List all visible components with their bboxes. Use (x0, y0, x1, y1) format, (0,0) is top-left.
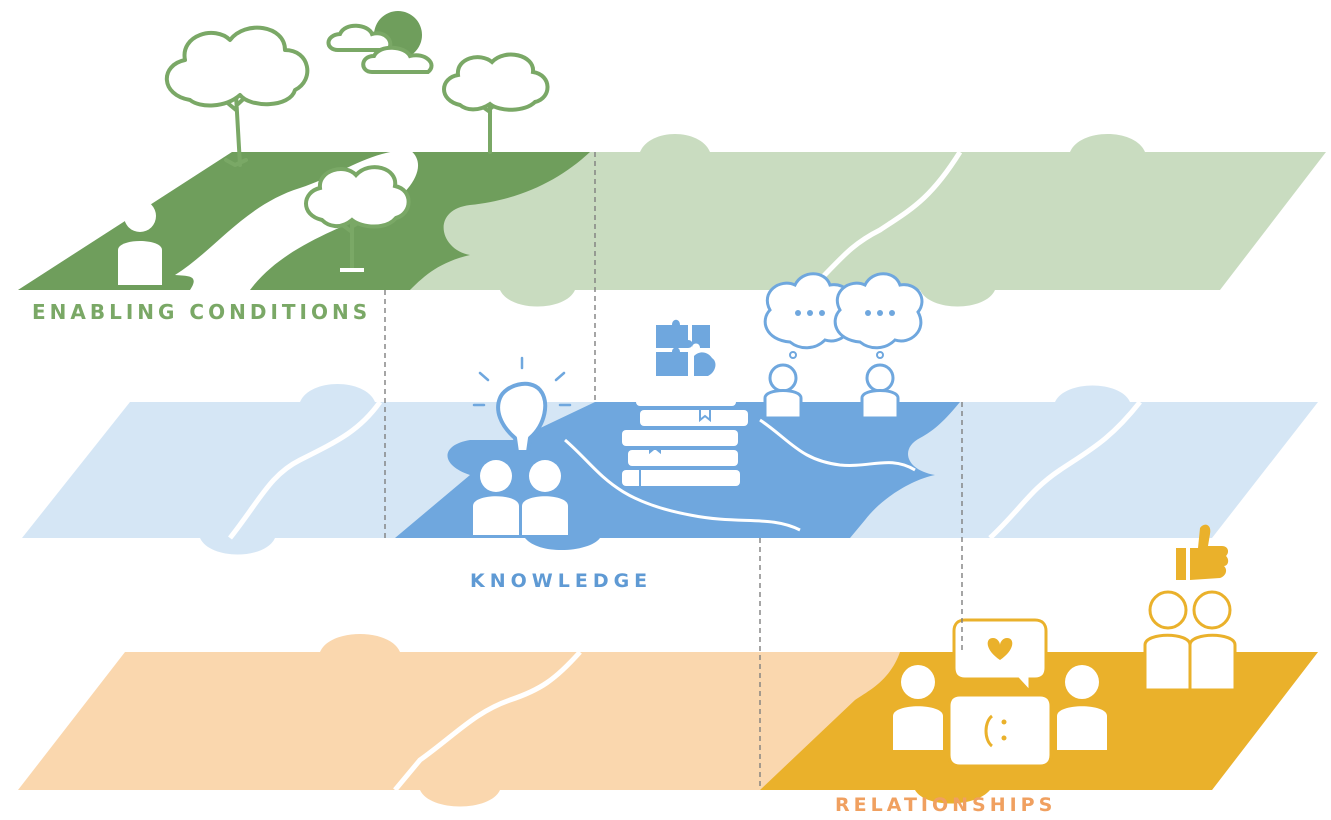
books-icon (622, 392, 748, 486)
relationships-puzzle-knob (320, 634, 400, 652)
person-icon (118, 200, 162, 285)
enabling-puzzle-knob (920, 290, 995, 307)
tree-icon (442, 52, 550, 154)
person-icon (763, 363, 803, 420)
cloud-icon (326, 23, 393, 52)
enabling-puzzle-seam (808, 150, 963, 292)
people-icon (1143, 590, 1237, 692)
people-icon (893, 665, 1107, 750)
thumbs-up-icon (1176, 524, 1229, 580)
tree-icon (164, 25, 310, 167)
knowledge-puzzle-knob (200, 538, 275, 555)
heart-bubble-icon (952, 618, 1048, 696)
tree-icon (304, 165, 411, 272)
relationships-puzzle-seam (393, 650, 582, 792)
enabling-puzzle-knob (640, 134, 710, 152)
speech-bubble-icon (833, 272, 924, 359)
people-icon (473, 460, 568, 535)
lightbulb-icon (472, 356, 572, 460)
relationships-puzzle-knob (420, 790, 500, 807)
enabling-conditions-label: ENABLING CONDITIONS (32, 300, 372, 324)
knowledge-puzzle-seam (988, 400, 1142, 540)
puzzle-pieces-icon (656, 319, 716, 376)
enabling-puzzle-knob (500, 290, 575, 307)
enabling-layer (18, 11, 1326, 307)
knowledge-label: KNOWLEDGE (470, 570, 653, 592)
dashed-guides (384, 152, 963, 790)
star-icon (127, 162, 153, 187)
smiley-bubble-icon (947, 693, 1053, 768)
cloud-icon (361, 45, 434, 74)
knowledge-puzzle-knob (300, 384, 375, 402)
speech-bubble-icon (763, 272, 854, 359)
knowledge-puzzle-knob (1055, 385, 1130, 402)
knowledge-layer (22, 272, 1318, 555)
person-icon (860, 363, 900, 420)
knowledge-puzzle-seam (228, 400, 383, 540)
knowledge-path (564, 438, 801, 532)
relationships-label: RELATIONSHIPS (835, 794, 1057, 816)
enabling-puzzle-knob (1070, 134, 1145, 152)
relationships-layer (18, 524, 1318, 807)
knowledge-path (759, 418, 916, 472)
